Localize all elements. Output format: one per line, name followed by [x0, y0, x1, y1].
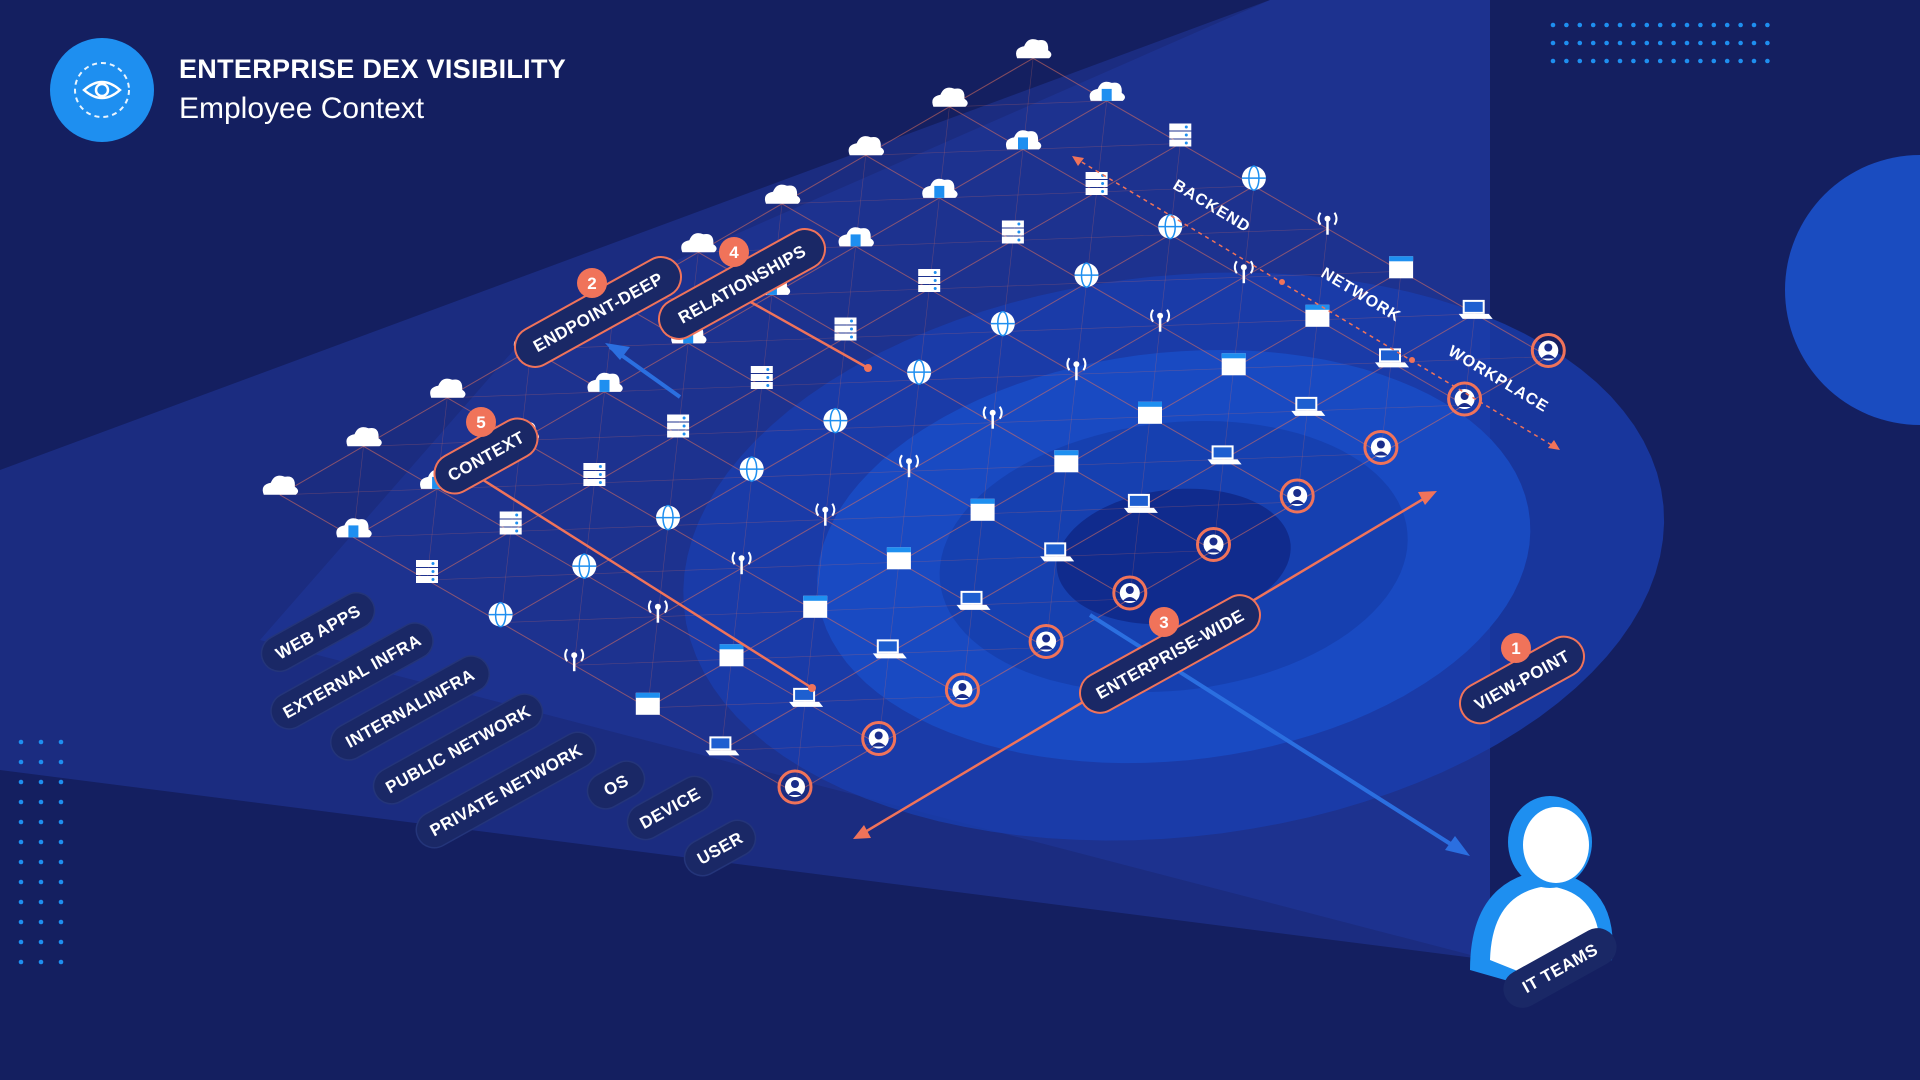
- cloud-app-icon: [922, 178, 958, 198]
- globe-icon: [823, 407, 848, 434]
- laptop-icon: [872, 639, 907, 659]
- cloud-app-icon: [1089, 81, 1125, 101]
- server-icon: [416, 560, 438, 583]
- laptop-icon: [1207, 445, 1242, 465]
- window-icon: [1305, 304, 1330, 327]
- page-subtitle: Employee Context: [179, 92, 425, 125]
- callout-view-point-number: 1: [1501, 633, 1531, 663]
- cloud-app-icon: [1005, 130, 1042, 150]
- laptop-icon: [1040, 542, 1075, 562]
- window-icon: [1054, 450, 1079, 473]
- antenna-icon: [1233, 260, 1254, 284]
- globe-icon: [739, 456, 764, 482]
- window-icon: [1221, 353, 1246, 376]
- header-badge: [50, 38, 154, 142]
- globe-icon: [907, 359, 932, 385]
- cloud-app-icon: [838, 227, 874, 247]
- callout-5-number: 5: [476, 413, 485, 432]
- antenna-icon: [647, 600, 668, 623]
- user-icon: [1363, 430, 1399, 465]
- callout-context-number: 5: [466, 407, 496, 437]
- window-icon: [1389, 256, 1414, 279]
- antenna-icon: [815, 503, 836, 526]
- laptop-icon: [1291, 396, 1326, 416]
- antenna-icon: [564, 648, 585, 672]
- cloud-icon: [262, 475, 299, 495]
- user-icon: [1196, 527, 1231, 562]
- user-icon: [1279, 478, 1315, 514]
- window-icon: [970, 498, 995, 521]
- globe-icon: [656, 504, 680, 531]
- globe-icon: [1241, 165, 1266, 191]
- cloud-icon: [430, 378, 466, 398]
- antenna-icon: [899, 454, 919, 478]
- it-teams-figure: IT TEAMS: [1470, 796, 1617, 1008]
- user-icon: [944, 672, 980, 708]
- user-icon: [777, 769, 813, 805]
- globe-icon: [1158, 213, 1183, 240]
- callout-4-number: 4: [729, 243, 739, 262]
- server-icon: [499, 511, 522, 535]
- antenna-icon: [1317, 212, 1338, 235]
- cloud-app-icon: [587, 372, 623, 392]
- callout-3-number: 3: [1159, 613, 1168, 632]
- callout-relationships-number: 4: [719, 237, 749, 267]
- callout-endpoint-deep-number: 2: [577, 268, 607, 298]
- server-icon: [1001, 220, 1024, 244]
- server-icon: [667, 414, 690, 438]
- laptop-icon: [1375, 348, 1409, 368]
- user-icon: [1530, 333, 1566, 368]
- server-icon: [1169, 123, 1192, 147]
- cloud-icon: [764, 184, 801, 204]
- user-icon: [1112, 575, 1148, 611]
- window-icon: [803, 595, 828, 618]
- server-icon: [834, 317, 857, 341]
- decor-dots-left: [18, 739, 64, 965]
- server-icon: [750, 366, 773, 389]
- decor-half-circle: [1785, 155, 1920, 425]
- laptop-icon: [956, 590, 991, 610]
- laptop-icon: [1123, 493, 1158, 513]
- layer-os[interactable]: OS: [581, 755, 651, 816]
- callout-1-number: 1: [1511, 639, 1520, 658]
- globe-icon: [990, 310, 1015, 337]
- callout-2-number: 2: [587, 274, 596, 293]
- globe-icon: [1074, 262, 1099, 288]
- server-icon: [918, 269, 941, 292]
- laptop-icon: [705, 736, 740, 756]
- callout-enterprise-wide-number: 3: [1149, 607, 1179, 637]
- eye-icon: [74, 62, 130, 118]
- cloud-icon: [346, 427, 382, 447]
- antenna-icon: [1150, 309, 1171, 332]
- antenna-icon: [1066, 357, 1087, 381]
- antenna-icon: [982, 406, 1003, 429]
- page-title: ENTERPRISE DEX VISIBILITY: [179, 54, 567, 84]
- window-icon: [635, 692, 660, 715]
- server-icon: [583, 463, 606, 486]
- user-icon: [861, 721, 897, 756]
- window-icon: [1138, 401, 1162, 424]
- cloud-icon: [932, 87, 968, 107]
- window-icon: [719, 644, 744, 667]
- header: ENTERPRISE DEX VISIBILITY Employee Conte…: [50, 38, 566, 142]
- cloud-icon: [681, 233, 717, 253]
- cloud-icon: [1016, 39, 1052, 59]
- window-icon: [886, 547, 911, 570]
- laptop-icon: [789, 687, 824, 707]
- decor-dots-top: [1550, 22, 1770, 64]
- user-icon: [1447, 381, 1483, 417]
- globe-icon: [572, 553, 597, 579]
- cloud-icon: [848, 136, 884, 156]
- user-icon: [1028, 624, 1064, 659]
- antenna-icon: [731, 551, 752, 575]
- laptop-icon: [1458, 299, 1493, 319]
- cloud-app-icon: [336, 518, 372, 538]
- network-grid: [262, 39, 1665, 841]
- globe-icon: [488, 601, 513, 628]
